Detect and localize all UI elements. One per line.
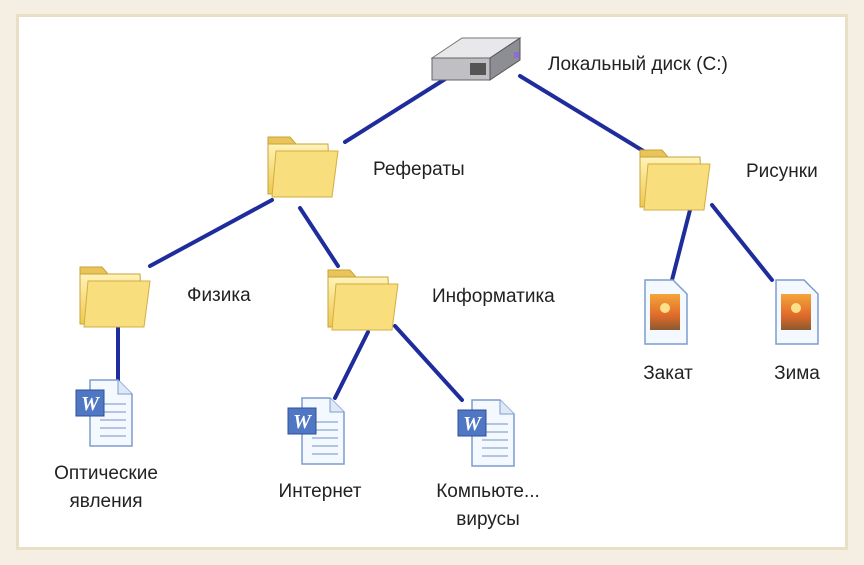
folder-icon (267, 136, 339, 198)
image-file-icon (775, 279, 819, 345)
word-document-icon (287, 397, 345, 465)
connector (148, 198, 274, 268)
folder-icon (79, 266, 151, 328)
image-file-icon (644, 279, 688, 345)
file-label-viruses-2: вирусы (456, 509, 520, 530)
word-document-icon (457, 399, 515, 467)
folder-label-fizika: Физика (187, 285, 251, 306)
drive-label: Локальный диск (C:) (548, 54, 728, 75)
file-label-viruses-1: Компьюте... (436, 481, 540, 502)
folder-label-risunki: Рисунки (746, 161, 818, 182)
file-label-zima: Зима (774, 363, 820, 384)
file-label-optics-2: явления (69, 491, 143, 512)
word-document-icon (75, 379, 133, 447)
file-label-optics-1: Оптические (54, 463, 158, 484)
folder-icon (327, 269, 399, 331)
connector (333, 330, 370, 400)
connector (343, 74, 452, 144)
diagram-frame (16, 14, 848, 550)
folder-label-referaty: Рефераты (373, 159, 465, 180)
folder-icon (639, 149, 711, 211)
connector (710, 203, 774, 282)
file-label-zakat: Закат (643, 363, 693, 384)
hard-drive-icon (430, 37, 522, 81)
folder-label-informatika: Информатика (432, 286, 555, 307)
file-label-internet: Интернет (278, 481, 362, 502)
connector (518, 74, 647, 154)
connector (670, 208, 692, 282)
connector (298, 206, 340, 268)
connector (393, 324, 464, 402)
